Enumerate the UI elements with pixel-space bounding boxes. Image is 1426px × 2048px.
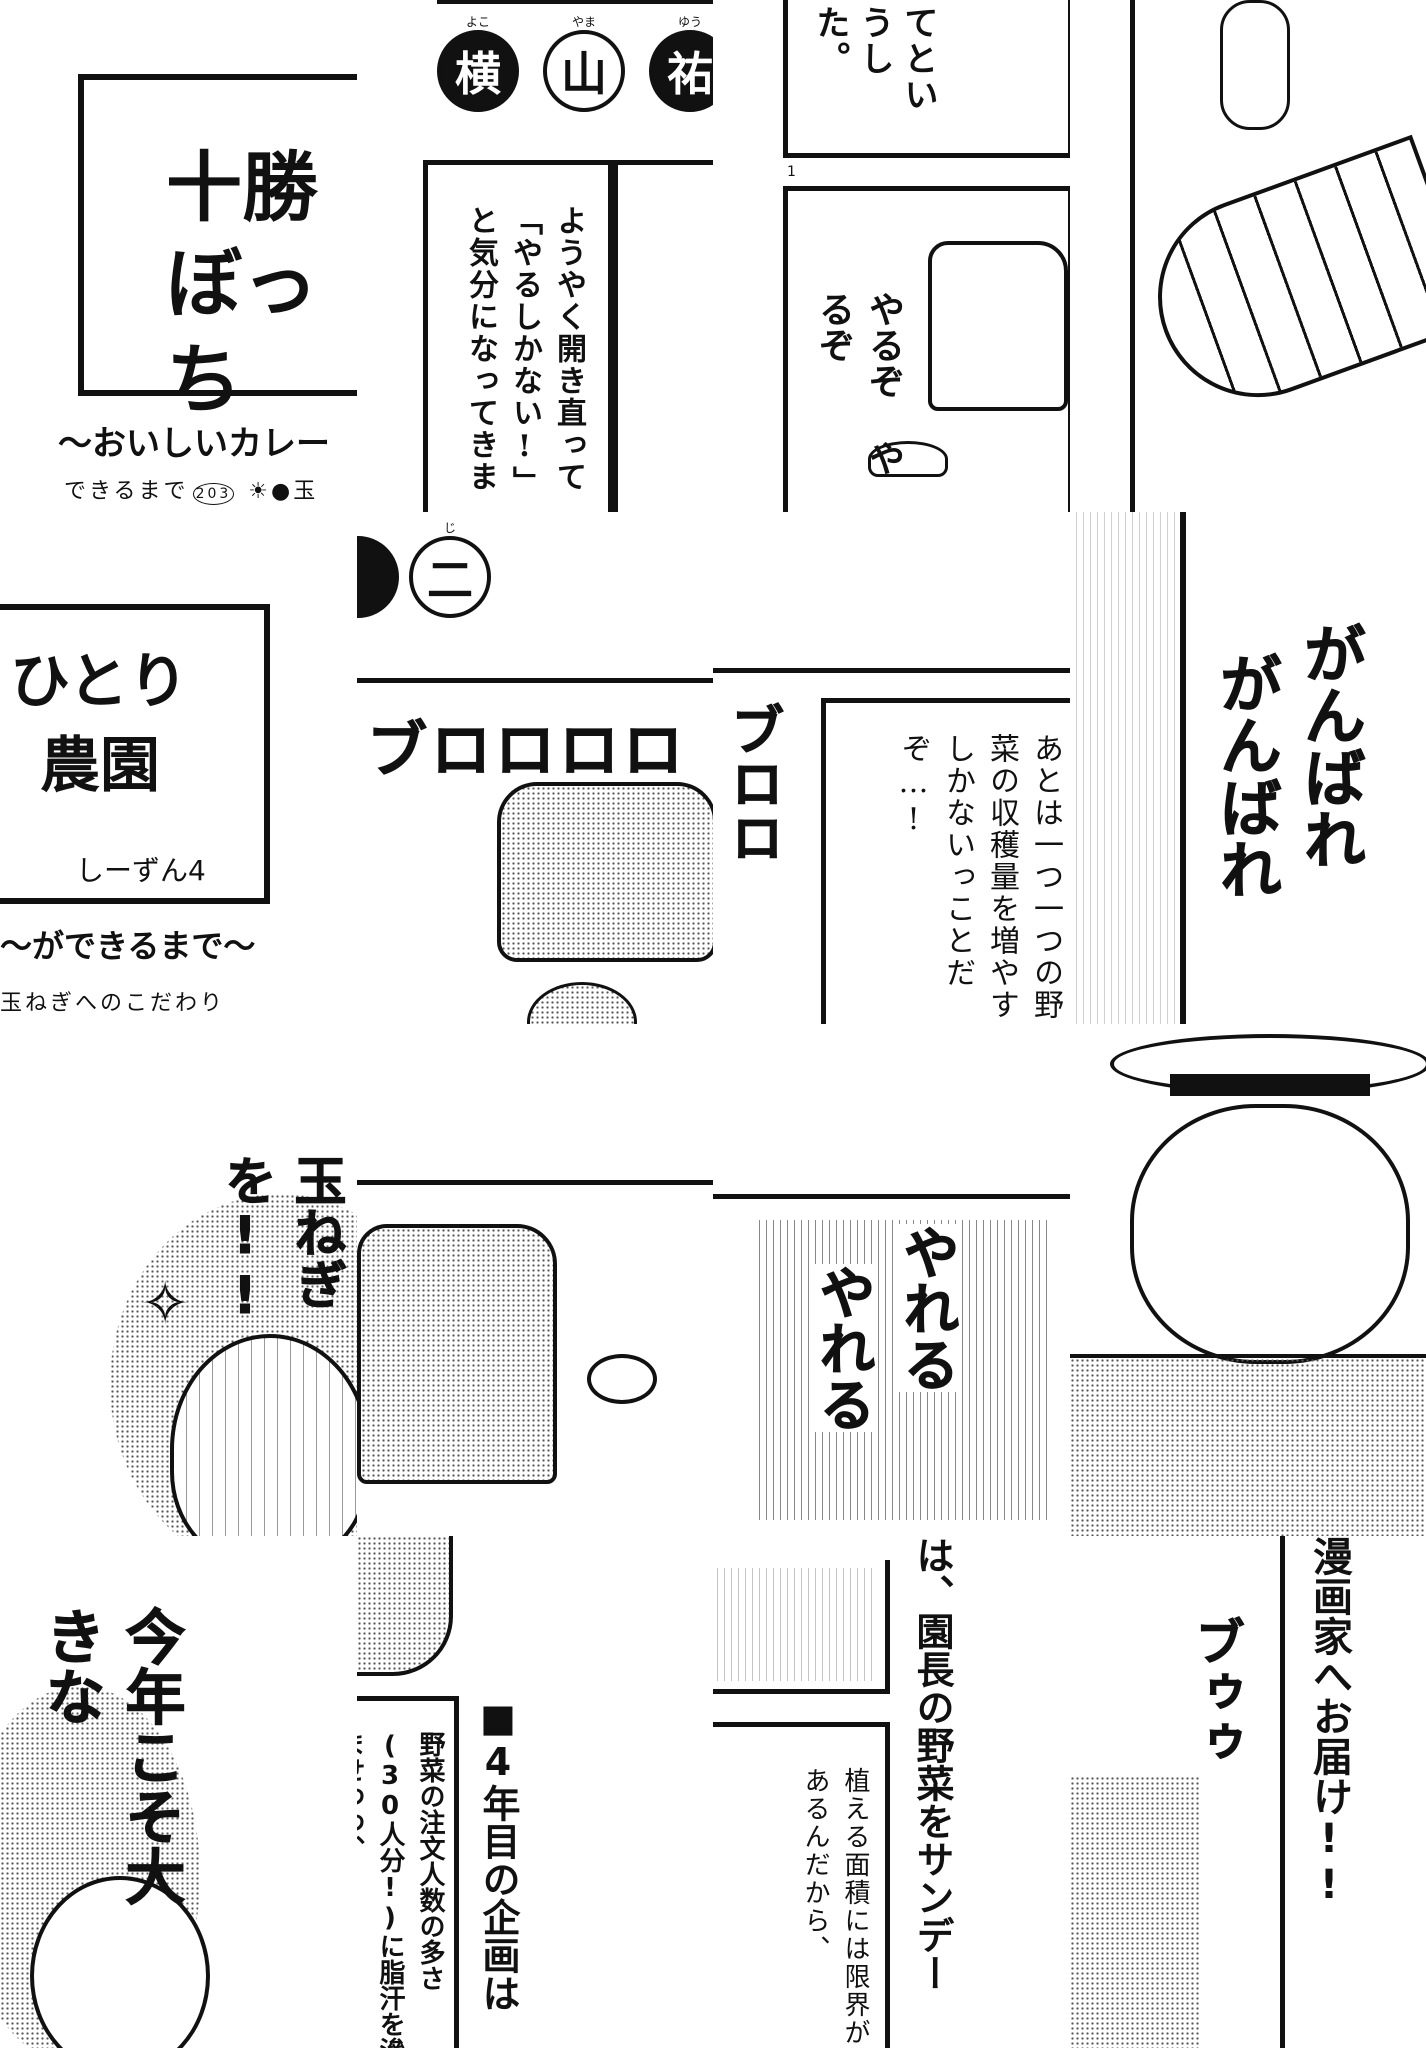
author-circle-yoko: よこ横 (437, 15, 519, 112)
ruby: やま (571, 15, 596, 29)
narration-box-3: あとは一つ一つの野菜の収穫量を増やすしかないっことだぞ…! (821, 698, 1070, 1024)
panel-border (357, 678, 714, 683)
panel-border (357, 1180, 714, 1185)
title-line-1: 十勝 (166, 143, 318, 232)
van-illustration (357, 1224, 557, 1484)
episode-title: 玉ねぎへのこだわり (0, 991, 226, 1016)
author-circle-yama: やま山 (543, 15, 625, 112)
episode-number: 203 (192, 483, 235, 505)
subtitle: 〜ができるまで〜 (0, 927, 256, 965)
narration-text: あとは一つ一つの野菜の収穫量を増やすしかないっことだぞ…! (896, 733, 1063, 1021)
tile-driver (1070, 1024, 1426, 1536)
driver-shirt (1070, 1776, 1200, 2048)
divider (437, 0, 714, 4)
title-frame: 十勝 ぼっち (78, 74, 357, 424)
driver-face (1130, 1104, 1410, 1364)
sfx-ganbare-2: がんばれ (1293, 622, 1367, 871)
tile-delivery: ブゥゥ 漫画家へお届け!! (1070, 1536, 1426, 2048)
tile-onion: 玉ねぎを!! ✧ (0, 1024, 357, 1536)
author-char: 二 (427, 553, 473, 607)
tile-title-card-2: ひとり 農園 しーずん4 〜ができるまで〜 玉ねぎへのこだわり (0, 512, 357, 1024)
sfx-yaruzo: やるぞ やるぞ (813, 291, 904, 476)
tile-van (357, 1024, 714, 1536)
tile-kotoshi: 今年こそ大きな (0, 1536, 357, 2048)
episode-label: できるまで (64, 479, 189, 504)
sfx-buro: ブロロ (721, 702, 785, 865)
season-label: しーずん4 (76, 854, 206, 887)
grass-texture (1070, 512, 1180, 1024)
article-body: 野菜の注文人数の多さ(30人分!)に脂汗を滲ませつつ、 (357, 1731, 445, 2048)
title-text: ひとり 農園 (10, 640, 188, 808)
running-character (1220, 0, 1290, 130)
onion-illustration (357, 1536, 453, 1676)
panel-border (1130, 0, 1135, 512)
title-line-2: 農園 (40, 731, 160, 801)
author-char: 山 (561, 47, 607, 101)
title-line-1: ひとり (10, 647, 189, 717)
sfx-yareru-1: やれる (893, 1224, 960, 1393)
straw-hat (868, 441, 948, 477)
panel-border (1180, 512, 1186, 1024)
sparkle-icon: ✧ (140, 1269, 191, 1339)
car-illustration (497, 782, 714, 962)
exhaust-puff (587, 1354, 657, 1404)
sfx-brorororo: ブロロロロ (367, 716, 687, 787)
article-body-box: 野菜の注文人数の多さ(30人分!)に脂汗を滲ませつつ、 (357, 1696, 459, 2048)
ruby: よこ (465, 15, 490, 29)
panel-border (713, 1194, 1070, 1199)
tile-greenhouse (1070, 0, 1426, 512)
title-line-2: ぼっち (166, 239, 318, 424)
greenhouse-tunnel (1129, 134, 1426, 426)
hat-band (1170, 1074, 1370, 1096)
tile-car: じ二 ブロロロロ (357, 512, 714, 1024)
tile-author-narration: よこ横 やま山 ゆう祐 ようやく開き直って「やるしかない!」と気分になってきま (357, 0, 714, 512)
narration-text: てというした。 (810, 5, 938, 113)
author-circle-yu: ゆう祐 (649, 15, 714, 112)
sfx-tamanegi: 玉ねぎを!! (215, 1154, 346, 1327)
author-circle-partial (357, 536, 399, 618)
panel-narration: てというした。 (783, 0, 1070, 158)
narration-text: 植える面積には限界があるんだから、 (800, 1767, 870, 2047)
sfx-yareru-2: やれる (809, 1264, 876, 1433)
panel-van: やるぞ やるぞ (783, 186, 1070, 512)
sfx-buu: ブゥゥ (1187, 1616, 1246, 1767)
title-text: 十勝 ぼっち (166, 140, 357, 428)
panel-border (1280, 1536, 1285, 2048)
narration-text: ようやく開き直って「やるしかない!」と気分になってきま (463, 205, 586, 498)
tile-article-heading: 野菜の注文人数の多さ(30人分!)に脂汗を滲ませつつ、 ■4年目の企画は (357, 1536, 714, 2048)
ruby: じ (443, 521, 456, 535)
driver-shirt (1070, 1354, 1426, 1536)
tile-narration-harvest: ブロロ あとは一つ一つの野菜の収穫量を増やすしかないっことだぞ…! (713, 512, 1070, 1024)
narration-box-1: ようやく開き直って「やるしかない!」と気分になってきま (423, 160, 613, 512)
article-headline: は、園長の野菜をサンデー (910, 1536, 954, 1992)
sfx-kotoshi: 今年こそ大きな (35, 1606, 186, 1907)
episode-suffix: ☀●玉 (248, 479, 319, 504)
panel-border (713, 668, 1070, 673)
sfx-ganbare-1: がんばれ (1209, 652, 1283, 901)
subtitle: 〜おいしいカレー (58, 424, 330, 464)
tile-yareru: やれる やれる (713, 1024, 1070, 1536)
tile-article-headline: 植える面積には限界があるんだから、 は、園長の野菜をサンデー (713, 1536, 1070, 2048)
onion-illustration (527, 982, 637, 1024)
panel-number: 1 (787, 164, 796, 180)
sfx-ganbare: がんばれ (1209, 652, 1283, 901)
grass-texture (713, 1568, 877, 1681)
title-frame: ひとり 農園 しーずん4 (0, 604, 270, 904)
article-headline-2: 漫画家へお届け!! (1306, 1536, 1352, 1908)
van-illustration (928, 241, 1068, 411)
onion-illustration (30, 1876, 210, 2048)
ruby: ゆう (677, 15, 702, 29)
author-circle-ji: じ二 (409, 521, 491, 618)
article-heading: ■4年目の企画は (476, 1696, 520, 2012)
author-char: 横 (455, 47, 501, 101)
tile-van-field: てというした。 1 やるぞ やるぞ (713, 0, 1070, 512)
tile-ganbare: がんばれ がんばれ (1070, 512, 1426, 1024)
panel-road (613, 160, 714, 512)
author-char: 祐 (667, 47, 713, 101)
onion-illustration (170, 1334, 357, 1536)
panel-grass (713, 1560, 890, 1694)
narration-box-4: 植える面積には限界があるんだから、 (713, 1722, 890, 2048)
